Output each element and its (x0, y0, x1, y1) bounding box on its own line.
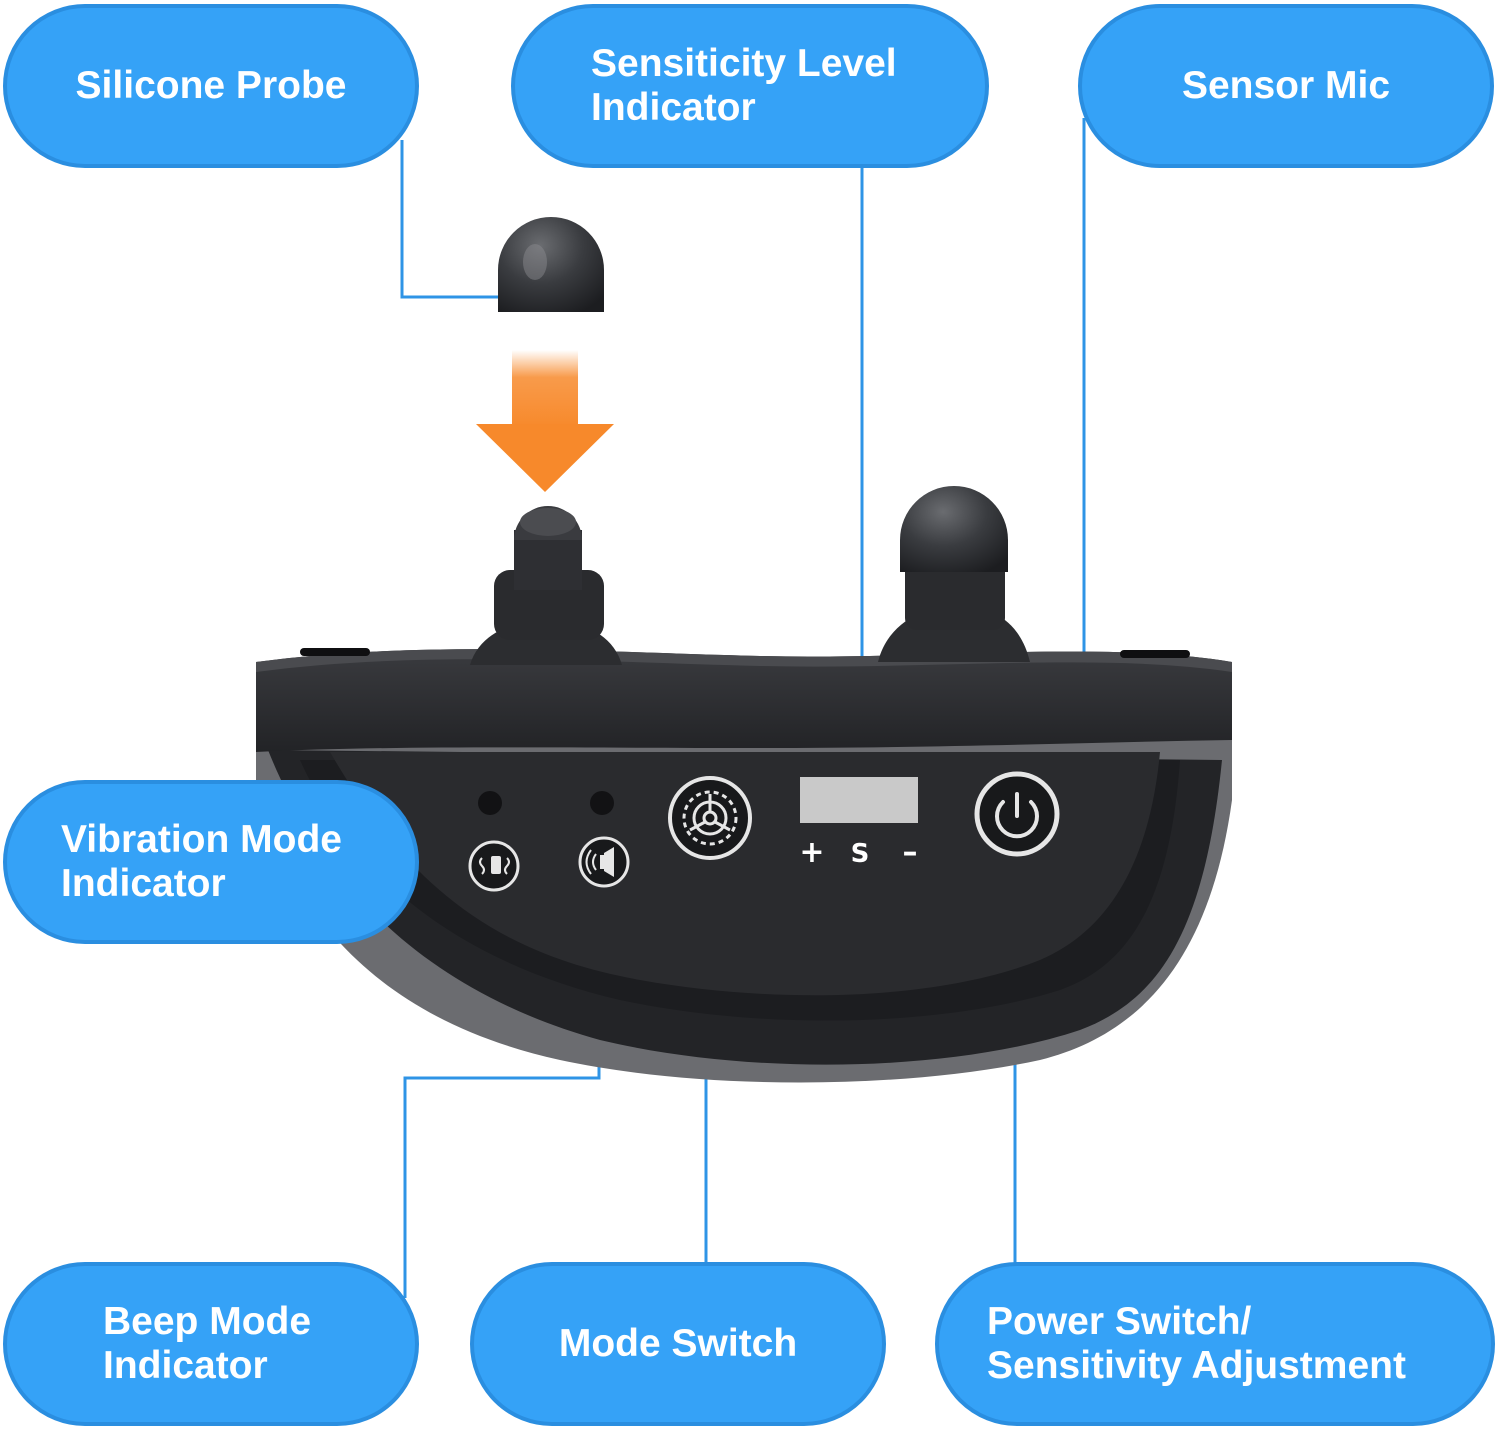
vibration-led (478, 791, 502, 815)
right-probe (878, 486, 1030, 662)
silicone-probe-cap (498, 217, 604, 312)
silicone-probe-label: Silicone Probe (75, 64, 347, 107)
power-switch-callout: Power Switch/ Sensitivity Adjustment (935, 1262, 1495, 1426)
collar-device (256, 648, 1232, 1083)
sensitivity-lcd (800, 777, 918, 823)
vibration-mode-callout: Vibration Mode Indicator (3, 780, 419, 944)
power-switch-label: Power Switch/ Sensitivity Adjustment (987, 1300, 1406, 1387)
silicone-probe-callout: Silicone Probe (3, 4, 419, 168)
beep-led (590, 791, 614, 815)
lcd-s-label: S (851, 839, 870, 869)
sensor-mic-callout: Sensor Mic (1078, 4, 1494, 168)
beep-mode-callout: Beep Mode Indicator (3, 1262, 419, 1426)
arrow-down-icon (476, 350, 614, 492)
sensitivity-level-callout: Sensiticity Level Indicator (511, 4, 989, 168)
sensor-mic-label: Sensor Mic (1181, 64, 1391, 107)
vibration-mode-label: Vibration Mode Indicator (61, 818, 342, 905)
leader-silicone-probe (400, 140, 502, 299)
lcd-plus-label: + (799, 835, 824, 870)
mode-switch-label: Mode Switch (558, 1322, 798, 1365)
power-icon (974, 771, 1060, 857)
gear-icon (668, 776, 752, 860)
lcd-minus-label: – (903, 835, 918, 870)
speaker-icon (578, 836, 630, 888)
beep-mode-label: Beep Mode Indicator (103, 1300, 312, 1387)
left-probe (470, 506, 622, 665)
vibration-icon (468, 840, 520, 892)
mode-switch-callout: Mode Switch (470, 1262, 886, 1426)
sensitivity-level-label: Sensiticity Level Indicator (591, 42, 897, 129)
